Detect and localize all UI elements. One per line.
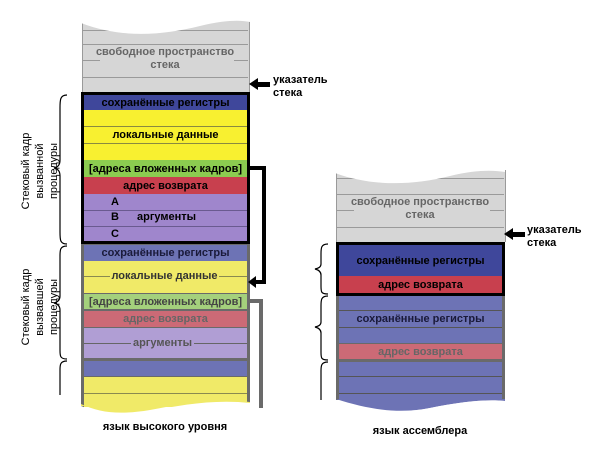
divider: [84, 126, 247, 127]
asm-stack-pointer-label: указатель стека: [527, 224, 582, 250]
divider: [336, 194, 504, 195]
arg-c-label: C: [111, 228, 119, 240]
asm-caller-return-address: адрес возврата: [339, 344, 502, 359]
stack-pointer-arrow-icon: [249, 78, 270, 90]
divider: [339, 327, 502, 328]
callee-return-address: адрес возврата: [84, 177, 247, 194]
asm-stack-pointer-line1: указатель: [527, 224, 582, 236]
divider: [194, 343, 247, 344]
left-bottom-wave-cut: [81, 401, 250, 420]
stack-pointer-line2: стека: [273, 87, 303, 99]
asm-free-space-label: свободное пространство стека: [336, 196, 504, 222]
asm-older-brace-icon: [320, 361, 329, 400]
frame-link-arrow-icon: [247, 166, 266, 288]
right-bottom-wave-cut: [336, 400, 505, 420]
callee-arguments-block: [84, 194, 247, 241]
left-top-wave: [81, 8, 250, 34]
caller-nested-frame-addresses: [адреса вложенных кадров]: [84, 294, 247, 309]
asm-callee-return-address: адрес возврата: [339, 276, 502, 293]
caller-return-address: адрес возврата: [84, 311, 247, 327]
arg-b-label: B: [111, 211, 119, 223]
free-space-label: свободное пространство стека: [82, 46, 248, 72]
asm-free-space-line2: стека: [405, 209, 435, 221]
callee-local-data: локальные данные: [112, 129, 219, 141]
older-frame-brace-icon: [59, 360, 68, 395]
caller-frame-brace-icon: [53, 245, 68, 360]
divider: [84, 210, 247, 211]
divider: [339, 310, 502, 311]
right-top-wave: [335, 158, 505, 184]
free-space-label-line1: свободное пространство: [95, 46, 235, 58]
divider: [339, 393, 502, 394]
older-frame-registers: [84, 361, 247, 376]
divider: [84, 226, 247, 227]
callee-frame-brace-icon: [53, 94, 68, 245]
callee-local-data-block: [84, 110, 247, 160]
divider: [84, 276, 110, 277]
free-space-label-line2: стека: [150, 59, 180, 71]
caller-local-data-block: [84, 261, 247, 293]
divider: [82, 77, 248, 78]
older-frame-link-icon: [247, 299, 263, 408]
caller-local-data: локальные данные: [111, 270, 218, 282]
callee-arguments-label: аргументы: [137, 211, 197, 223]
divider: [234, 60, 248, 61]
frame-border: [247, 376, 250, 406]
stack-pointer-line1: указатель: [273, 74, 328, 86]
divider: [219, 276, 247, 277]
asm-free-space-line1: свободное пространство: [350, 196, 490, 208]
divider: [490, 210, 504, 211]
caller-saved-registers: сохранённые регистры: [84, 245, 247, 261]
asm-caller-saved-registers: сохранённые регистры: [339, 311, 502, 327]
frame-border: [81, 376, 84, 408]
caller-arguments: аргументы: [132, 337, 193, 349]
divider: [82, 60, 100, 61]
asm-free-space-region: [336, 170, 506, 242]
asm-stack-pointer-arrow-icon: [504, 228, 525, 240]
asm-callee-brace-icon: [314, 243, 329, 295]
divider: [84, 343, 131, 344]
stack-pointer-label: указатель стека: [273, 74, 328, 100]
asm-caller-brace-icon: [314, 295, 329, 361]
asm-stack-pointer-line2: стека: [527, 237, 557, 249]
callee-nested-frame-addresses: [адреса вложенных кадров]: [84, 160, 247, 177]
arg-a-label: A: [111, 196, 119, 208]
asm-callee-saved-registers: сохранённые регистры: [339, 253, 502, 269]
high-level-caption: язык высокого уровня: [102, 421, 228, 433]
divider: [84, 393, 247, 394]
callee-saved-registers: сохранённые регистры: [84, 95, 247, 110]
divider: [84, 143, 247, 144]
divider: [339, 376, 502, 377]
divider: [82, 44, 248, 45]
assembler-caption: язык ассемблера: [372, 425, 468, 437]
right-bottom-wave: [336, 399, 505, 411]
divider: [336, 227, 504, 228]
divider: [336, 210, 354, 211]
